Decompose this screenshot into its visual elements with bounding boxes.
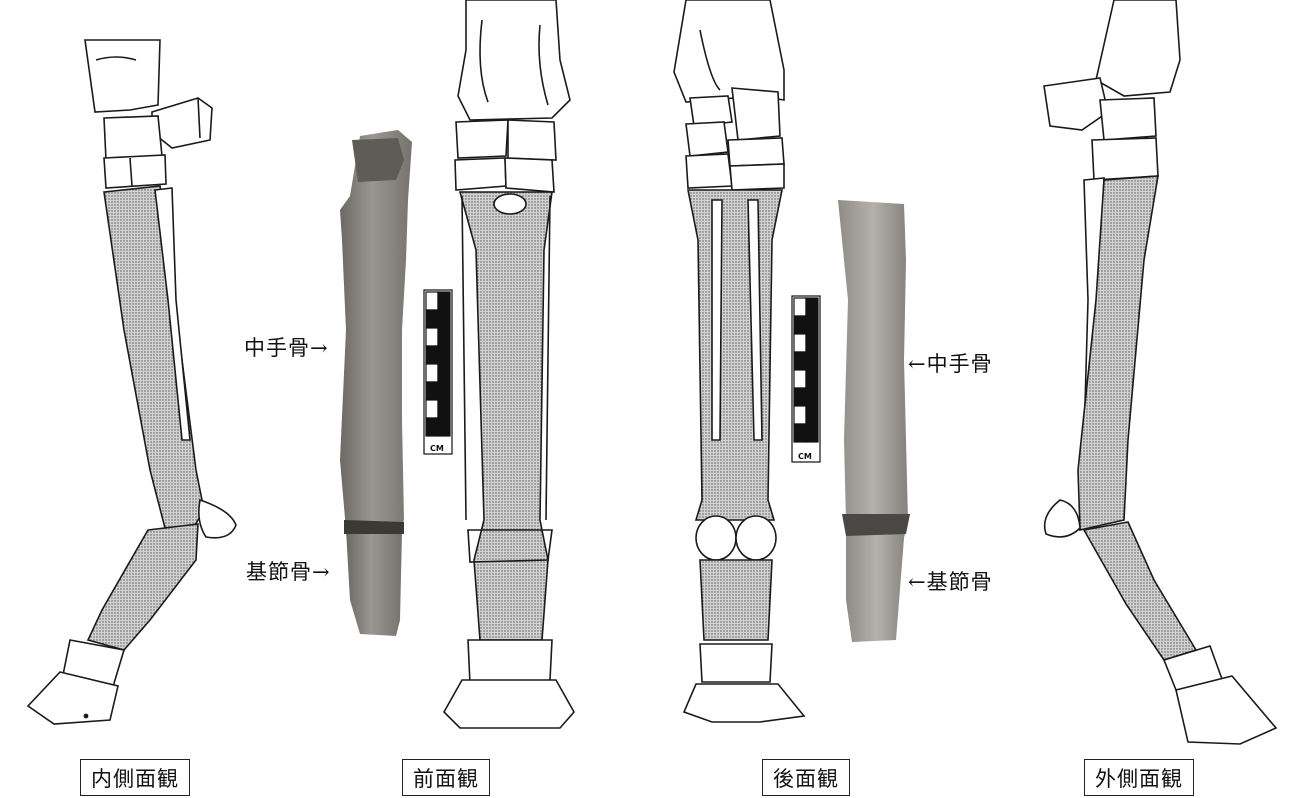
phalanx-label-right: ←基節骨 xyxy=(908,566,993,596)
caption-medial-view: 内側面観 xyxy=(80,759,190,796)
caption-lateral-view: 外側面観 xyxy=(1084,759,1194,796)
posterior-view-drawing xyxy=(674,0,804,722)
metacarpal-label-left: 中手骨→ xyxy=(244,332,329,362)
excavated-bone-photo-anterior xyxy=(340,130,412,636)
anterior-view-drawing xyxy=(444,0,574,728)
lateral-view-drawing xyxy=(1044,0,1276,744)
caption-posterior-view: 後面観 xyxy=(762,759,850,796)
caption-anterior-view: 前面観 xyxy=(402,759,490,796)
metacarpal-label-right: ←中手骨 xyxy=(908,348,993,378)
scale-unit-left: CM xyxy=(430,444,444,453)
scale-unit-right: CM xyxy=(798,452,812,461)
excavated-bone-photo-posterior xyxy=(838,200,910,642)
scale-bar-right xyxy=(792,296,820,462)
scale-bar-left xyxy=(424,290,452,454)
medial-view-drawing xyxy=(28,40,236,724)
phalanx-label-left: 基節骨→ xyxy=(246,556,331,586)
